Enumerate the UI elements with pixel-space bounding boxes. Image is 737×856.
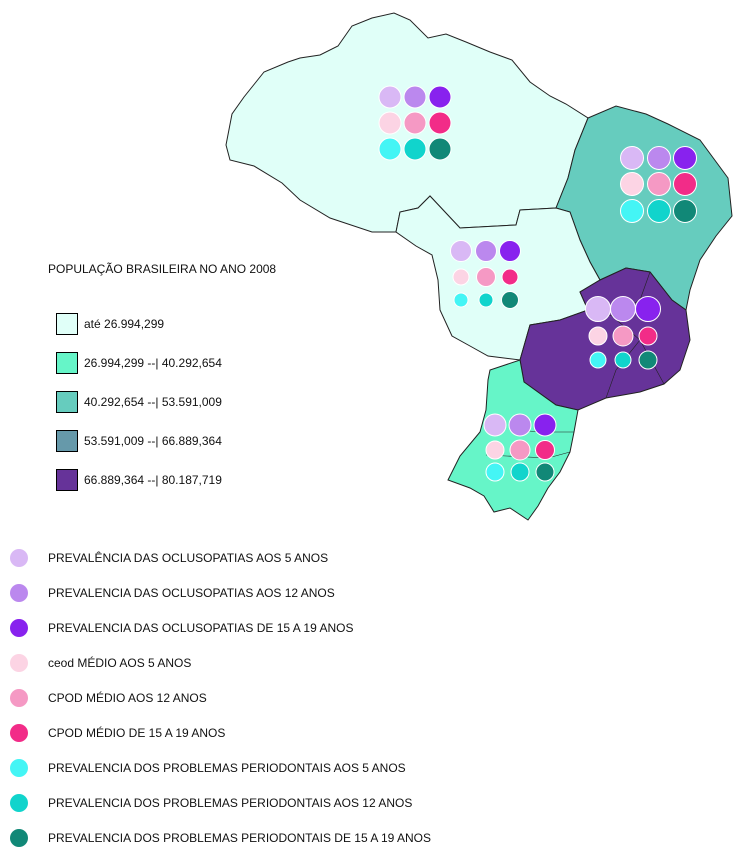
indicator-marker-northeast <box>647 146 671 170</box>
indicator-marker-south <box>509 439 531 461</box>
indicator-marker-central-west <box>475 240 497 262</box>
population-class-item: até 26.994,299 <box>56 310 222 338</box>
indicator-marker-north <box>403 111 427 135</box>
indicator-label: PREVALÊNCIA DAS OCLUSOPATIAS AOS 5 ANOS <box>48 550 329 565</box>
indicator-marker-southeast <box>638 350 658 370</box>
indicator-marker-southeast <box>588 326 608 346</box>
indicator-marker-central-west <box>452 268 470 286</box>
indicator-marker-northeast <box>673 172 697 196</box>
indicator-marker-northeast <box>673 146 697 170</box>
swatch-1 <box>56 313 78 335</box>
swatch-2 <box>56 352 78 374</box>
indicator-marker-north <box>428 137 452 161</box>
indicator-legend: PREVALÊNCIA DAS OCLUSOPATIAS AOS 5 ANOS … <box>10 540 431 855</box>
indicator-marker-north <box>378 137 402 161</box>
indicator-marker-south <box>485 440 505 460</box>
circle-icon <box>10 548 28 567</box>
indicator-marker-south <box>485 462 505 482</box>
indicator-marker-northeast <box>620 199 644 223</box>
indicator-marker-southeast <box>610 296 636 322</box>
swatch-4 <box>56 430 78 452</box>
indicator-marker-southeast <box>585 296 611 322</box>
swatch-5 <box>56 469 78 491</box>
indicator-marker-south <box>535 440 555 460</box>
indicator-marker-central-west <box>476 267 496 287</box>
indicator-label: ceod MÉDIO AOS 5 ANOS <box>48 655 192 670</box>
indicator-label: PREVALENCIA DOS PROBLEMAS PERIODONTAIS A… <box>48 795 413 810</box>
indicator-marker-north <box>428 85 452 109</box>
indicator-marker-southeast <box>589 351 607 369</box>
population-legend: até 26.994,299 26.994,299 --| 40.292,654… <box>56 310 222 505</box>
region-indicator-markers <box>378 85 697 482</box>
indicator-item: CPOD MÉDIO DE 15 A 19 ANOS <box>10 715 431 750</box>
indicator-marker-south <box>510 462 530 482</box>
indicator-marker-north <box>378 111 402 135</box>
indicator-marker-southeast <box>614 351 632 369</box>
indicator-marker-south <box>535 462 555 482</box>
indicator-marker-central-west <box>453 292 469 308</box>
population-class-label: 26.994,299 --| 40.292,654 <box>84 356 222 370</box>
indicator-marker-northeast <box>673 199 697 223</box>
indicator-item: PREVALENCIA DOS PROBLEMAS PERIODONTAIS A… <box>10 750 431 785</box>
indicator-label: PREVALENCIA DAS OCLUSOPATIAS AOS 12 ANOS <box>48 585 335 600</box>
indicator-marker-central-west <box>501 268 519 286</box>
swatch-3 <box>56 391 78 413</box>
population-class-label: 53.591,009 --| 66.889,364 <box>84 434 222 448</box>
indicator-marker-north <box>403 85 427 109</box>
indicator-marker-southeast <box>635 296 661 322</box>
indicator-marker-southeast <box>612 325 634 347</box>
indicator-label: CPOD MÉDIO AOS 12 ANOS <box>48 690 207 705</box>
indicator-label: CPOD MÉDIO DE 15 A 19 ANOS <box>48 725 226 740</box>
indicator-item: ceod MÉDIO AOS 5 ANOS <box>10 645 431 680</box>
legend-title: POPULAÇÃO BRASILEIRA NO ANO 2008 <box>48 262 277 276</box>
indicator-label: PREVALENCIA DAS OCLUSOPATIAS DE 15 A 19 … <box>48 620 354 635</box>
population-class-item: 53.591,009 --| 66.889,364 <box>56 427 222 455</box>
indicator-marker-north <box>428 111 452 135</box>
indicator-item: PREVALENCIA DAS OCLUSOPATIAS AOS 12 ANOS <box>10 575 431 610</box>
population-class-label: 40.292,654 --| 53.591,009 <box>84 395 222 409</box>
indicator-marker-southeast <box>638 326 658 346</box>
indicator-marker-north <box>378 85 402 109</box>
circle-icon <box>10 688 28 707</box>
circle-icon <box>10 618 28 637</box>
indicator-marker-northeast <box>647 172 671 196</box>
indicator-marker-central-west <box>450 240 472 262</box>
indicator-marker-central-west <box>499 240 521 262</box>
population-class-item: 40.292,654 --| 53.591,009 <box>56 388 222 416</box>
circle-icon <box>10 583 28 602</box>
circle-icon <box>10 828 28 847</box>
indicator-label: PREVALENCIA DOS PROBLEMAS PERIODONTAIS D… <box>48 830 432 845</box>
population-class-label: até 26.994,299 <box>84 317 165 331</box>
indicator-marker-south <box>483 413 507 437</box>
indicator-label: PREVALENCIA DOS PROBLEMAS PERIODONTAIS A… <box>48 760 406 775</box>
population-class-item: 26.994,299 --| 40.292,654 <box>56 349 222 377</box>
population-class-label: 66.889,364 --| 80.187,719 <box>84 473 222 487</box>
indicator-marker-north <box>403 137 427 161</box>
indicator-marker-central-west <box>478 292 494 308</box>
population-class-item: 66.889,364 --| 80.187,719 <box>56 466 222 494</box>
circle-icon <box>10 653 28 672</box>
indicator-marker-northeast <box>620 172 644 196</box>
indicator-marker-central-west <box>501 291 519 309</box>
indicator-item: PREVALENCIA DOS PROBLEMAS PERIODONTAIS A… <box>10 785 431 820</box>
indicator-item: PREVALENCIA DOS PROBLEMAS PERIODONTAIS D… <box>10 820 431 855</box>
indicator-marker-northeast <box>620 146 644 170</box>
indicator-marker-south <box>508 413 532 437</box>
circle-icon <box>10 793 28 812</box>
circle-icon <box>10 758 28 777</box>
circle-icon <box>10 723 28 742</box>
indicator-item: PREVALÊNCIA DAS OCLUSOPATIAS AOS 5 ANOS <box>10 540 431 575</box>
indicator-marker-south <box>533 413 557 437</box>
indicator-item: CPOD MÉDIO AOS 12 ANOS <box>10 680 431 715</box>
indicator-marker-northeast <box>647 199 671 223</box>
indicator-item: PREVALENCIA DAS OCLUSOPATIAS DE 15 A 19 … <box>10 610 431 645</box>
